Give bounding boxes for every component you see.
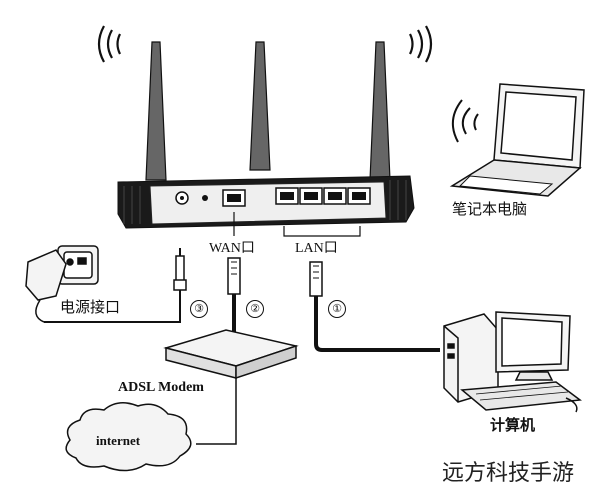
wifi-signal-right-icon xyxy=(409,25,433,63)
reset-button xyxy=(202,195,208,201)
watermark: 远方科技手游 xyxy=(442,461,575,486)
wan-port-label: WAN口 xyxy=(209,241,255,256)
modem-label: ADSL Modem xyxy=(118,380,204,395)
router-antennas xyxy=(145,41,391,181)
antenna-left xyxy=(145,41,167,181)
laptop-label: 笔记本电脑 xyxy=(452,200,528,218)
power-socket-label: 电源接口 xyxy=(60,298,121,316)
antenna-right xyxy=(369,41,391,181)
internet-label: internet xyxy=(96,433,141,448)
computer-label: 计算机 xyxy=(490,416,536,434)
desktop-computer-icon xyxy=(443,311,582,413)
laptop-icon xyxy=(449,83,585,197)
antenna-middle xyxy=(249,41,271,171)
power-cable xyxy=(44,248,187,323)
internet-cloud-icon xyxy=(65,402,192,472)
internet-line xyxy=(196,378,237,445)
step-3-marker: ③ xyxy=(190,300,208,318)
step-2-marker: ② xyxy=(246,300,264,318)
adsl-modem-icon xyxy=(163,329,299,380)
lan-cable xyxy=(309,261,440,352)
wifi-signal-left-icon xyxy=(97,25,121,63)
step-1-marker: ① xyxy=(328,300,346,318)
lan-port-label: LAN口 xyxy=(295,241,338,256)
power-adapter-icon xyxy=(25,245,99,323)
wan-cable xyxy=(227,257,241,336)
router xyxy=(117,175,415,229)
